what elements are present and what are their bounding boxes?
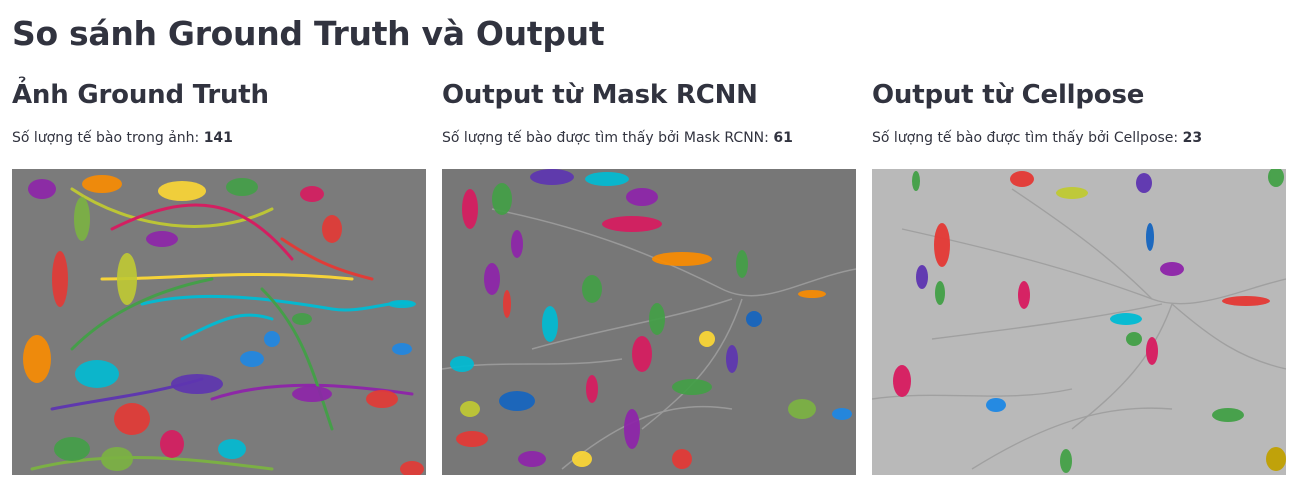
- mask-rcnn-image: [442, 169, 856, 475]
- cellpose-image: [872, 169, 1286, 475]
- mask-rcnn-count-value: 61: [773, 130, 793, 146]
- cell-segmentation-mask-rcnn-image-icon: [442, 169, 856, 475]
- mask-rcnn-count: Số lượng tế bào được tìm thấy bởi Mask R…: [442, 130, 856, 146]
- ground-truth-column: Ảnh Ground Truth Số lượng tế bào trong ả…: [12, 80, 426, 475]
- mask-rcnn-column: Output từ Mask RCNN Số lượng tế bào được…: [442, 80, 856, 475]
- mask-rcnn-count-label: Số lượng tế bào được tìm thấy bởi Mask R…: [442, 130, 769, 146]
- ground-truth-heading: Ảnh Ground Truth: [12, 80, 269, 110]
- cellpose-count-label: Số lượng tế bào được tìm thấy bởi Cellpo…: [872, 130, 1179, 146]
- cell-segmentation-ground-truth-image-icon: [12, 169, 426, 475]
- ground-truth-count-value: 141: [203, 130, 233, 146]
- cellpose-heading: Output từ Cellpose: [872, 80, 1145, 110]
- cellpose-count: Số lượng tế bào được tìm thấy bởi Cellpo…: [872, 130, 1286, 146]
- ground-truth-image: [12, 169, 426, 475]
- cellpose-column: Output từ Cellpose Số lượng tế bào được …: [872, 80, 1286, 475]
- page-title: So sánh Ground Truth và Output: [12, 14, 605, 53]
- mask-rcnn-heading: Output từ Mask RCNN: [442, 80, 758, 110]
- ground-truth-count-label: Số lượng tế bào trong ảnh:: [12, 130, 200, 146]
- cell-segmentation-cellpose-image-icon: [872, 169, 1286, 475]
- cellpose-count-value: 23: [1182, 130, 1203, 146]
- ground-truth-count: Số lượng tế bào trong ảnh: 141: [12, 130, 426, 146]
